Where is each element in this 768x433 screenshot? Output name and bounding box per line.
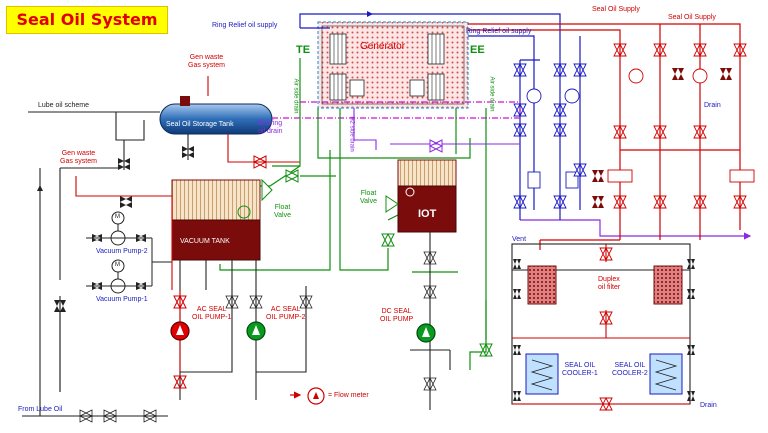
valve-dc-discharge (423, 377, 437, 391)
page-title: Seal Oil System (6, 6, 168, 34)
pump-suction-lines (179, 232, 451, 410)
cooler-1-label: SEAL OIL COOLER-1 (562, 362, 598, 377)
valve-lube-in-3 (143, 409, 157, 423)
air-side-drain-left: Air side drain (292, 78, 299, 114)
valve-tank-drain (182, 146, 194, 158)
duplex-oil-filter-2 (653, 265, 683, 305)
te-label: TE (296, 44, 311, 56)
duplex-filter-label: Duplex oil filter (598, 276, 621, 291)
purple-lines (353, 108, 520, 150)
valve-vp2-out (136, 234, 146, 242)
vent-label: Vent (512, 236, 527, 243)
seal-oil-supply-label-1: Seal Oil Supply (592, 6, 640, 13)
valve-green-1 (284, 169, 300, 183)
filter-cooler-red-valves (599, 246, 613, 412)
generator-label: Generator (360, 41, 406, 52)
gen-waste-lines (75, 76, 300, 197)
ring-relief-label-2: Ring Relief oil supply (466, 28, 532, 35)
ee-label: EE (470, 44, 485, 56)
ring-relief-label-1: Ring Relief oil supply (212, 22, 278, 29)
valve-vp1-out (136, 282, 146, 290)
valve-ac1-suction (173, 294, 187, 310)
storage-tank-label: Seal Oil Storage Tank (166, 121, 234, 128)
valve-green-dc (479, 342, 493, 358)
generator (317, 21, 469, 109)
seal-housing-ee-top (427, 33, 445, 65)
duplex-oil-filter-1 (527, 265, 557, 305)
seal-oil-cooler-1 (525, 353, 559, 395)
vacuum-pump-2-label: Vacuum Pump-2 (96, 248, 148, 255)
valve-ac2-side (299, 295, 313, 309)
seal-oil-supply-label-2: Seal Oil Supply (668, 14, 716, 21)
valve-lube-1 (118, 158, 130, 170)
dc-pump-label: DC SEAL OIL PUMP (380, 308, 414, 323)
cooler-2-label: SEAL OIL COOLER-2 (612, 362, 648, 377)
seal-housing-ee-bottom (409, 73, 445, 101)
iot-label: IOT (418, 208, 437, 220)
flow-meter-label: = Flow meter (328, 392, 369, 399)
ac-seal-oil-pump-1 (170, 321, 190, 341)
h2-side-drain: H2 side drain (348, 116, 355, 152)
gen-waste-label-left: Gen waste Gas system (60, 150, 97, 165)
float-valve-1-label: Float Valve (274, 204, 291, 219)
lube-oil-lines (22, 111, 189, 417)
vacuum-tank (171, 179, 261, 261)
red-valve-banks-filled (592, 68, 732, 208)
blue-valve-banks (513, 62, 587, 210)
valve-ac2-suction (249, 295, 263, 309)
bearing-drain-line (272, 100, 521, 119)
valve-dc-suction-1 (423, 251, 437, 265)
seal-oil-storage-tank (159, 96, 273, 135)
valve-green-iot (381, 232, 395, 248)
flow-meter-symbol (307, 387, 325, 405)
ac-pump-2-label: AC SEAL OIL PUMP-2 (266, 306, 306, 321)
float-valve-1 (261, 178, 273, 202)
vacuum-pump-1 (86, 259, 152, 294)
seal-housing-te-top (329, 33, 347, 65)
bearing-drain-label: Bearing oil drain (258, 120, 283, 135)
vacuum-tank-label: VACUUM TANK (180, 238, 230, 245)
gen-waste-label-top: Gen waste Gas system (188, 54, 225, 69)
lube-oil-scheme-label: Lube oil scheme (38, 102, 89, 109)
valve-lube-main (54, 300, 66, 312)
air-side-drain-right: Air side drain (488, 76, 495, 112)
ac-seal-oil-pump-2 (246, 321, 266, 341)
from-lube-oil-label: From Lube Oil (18, 406, 63, 413)
drain-label-right: Drain (700, 402, 717, 409)
filter-cooler-valves (513, 259, 695, 401)
seal-housing-te-bottom (329, 73, 365, 101)
ac-pump-1-label: AC SEAL OIL PUMP-1 (192, 306, 232, 321)
seal-oil-cooler-2 (649, 353, 683, 395)
valve-vac-1 (120, 196, 132, 208)
valve-purple (428, 139, 444, 153)
float-valve-2-label: Float Valve (360, 190, 377, 205)
drain-label-bottom: Drain (704, 102, 721, 109)
valve-vp1-in (92, 282, 102, 290)
valve-red-1 (252, 155, 268, 169)
vacuum-pump-1-label: Vacuum Pump-1 (96, 296, 148, 303)
valve-ac1-discharge (173, 374, 187, 390)
valve-dc-suction-2 (423, 285, 437, 299)
valve-lube-in-2 (103, 409, 117, 423)
float-valve-2 (385, 195, 399, 213)
valve-vp2-in (92, 234, 102, 242)
dc-seal-oil-pump (416, 323, 436, 343)
iot-tank (397, 159, 457, 233)
valve-lube-in-1 (79, 409, 93, 423)
motor-2-label: M (115, 214, 120, 220)
vacuum-pump-2 (86, 211, 152, 246)
valves (54, 139, 493, 423)
red-valve-banks (607, 42, 755, 210)
filter-cooler-lines (511, 243, 691, 405)
valve-ac1-side (225, 295, 239, 309)
motor-1-label: M (115, 262, 120, 268)
